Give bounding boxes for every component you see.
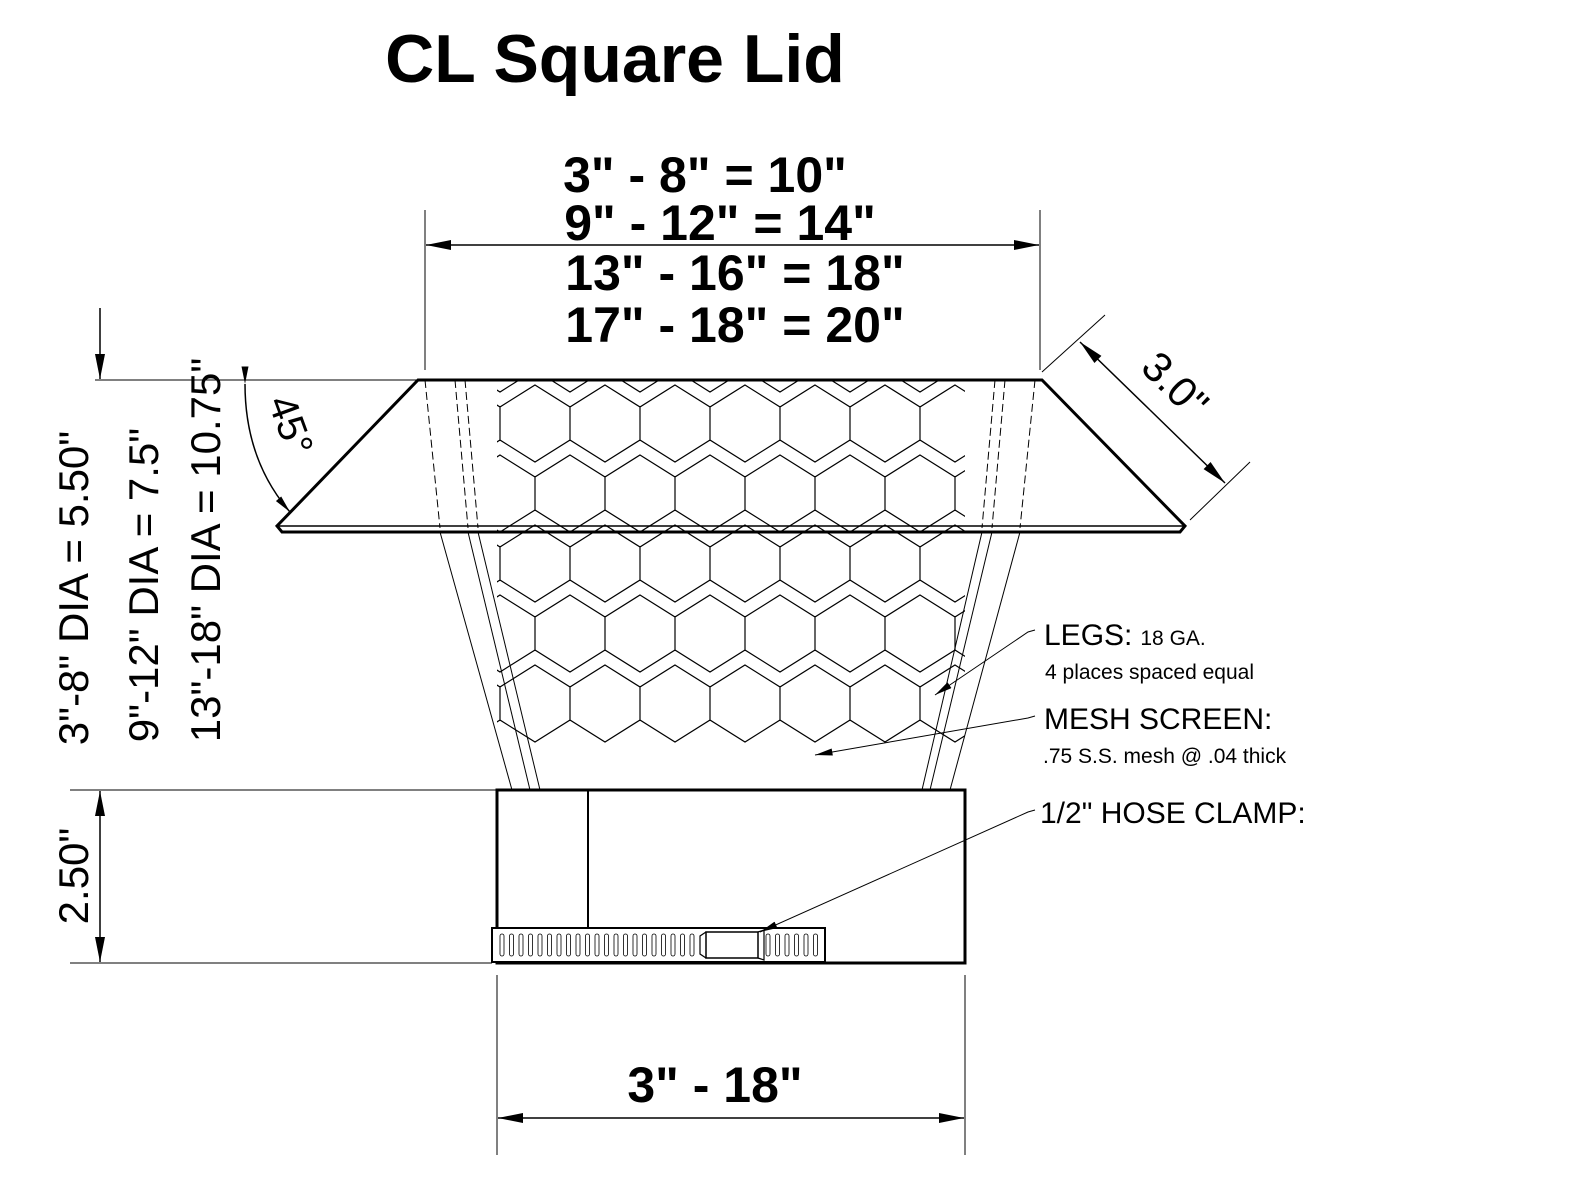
clamp-slot bbox=[680, 933, 685, 957]
legs bbox=[424, 379, 1036, 791]
top-dimension-line-2: 9" - 12" = 14" bbox=[564, 195, 876, 251]
clamp-slot bbox=[632, 933, 638, 957]
lid bbox=[274, 378, 1188, 534]
height-medium-label: 9"-12" DIA = 7.5" bbox=[120, 428, 167, 742]
clamp-slot bbox=[794, 933, 799, 957]
mesh-callout: MESH SCREEN: bbox=[1044, 703, 1272, 736]
clamp-slot bbox=[509, 933, 514, 957]
collar-height-label: 2.50" bbox=[50, 828, 97, 925]
top-dimension-line-1: 3" - 8" = 10" bbox=[563, 147, 847, 203]
clamp-slot bbox=[642, 933, 647, 957]
clamp-slot bbox=[613, 933, 619, 957]
clamp-slot bbox=[803, 933, 809, 957]
clamp-slot bbox=[537, 933, 543, 957]
clamp-slot bbox=[765, 933, 771, 957]
clamp-slot bbox=[556, 933, 562, 957]
clamp-slot bbox=[585, 933, 590, 957]
callouts: LEGS:18 GA. 4 places spaced equal MESH S… bbox=[759, 619, 1306, 933]
legs-note: 4 places spaced equal bbox=[1045, 661, 1254, 684]
clamp-slot bbox=[670, 933, 676, 957]
hose-clamp-callout: 1/2" HOSE CLAMP: bbox=[1040, 797, 1306, 830]
hose-clamp bbox=[491, 927, 826, 963]
clamp-slot bbox=[813, 933, 818, 957]
height-large-label: 13"-18" DIA = 10.75" bbox=[182, 358, 229, 742]
clamp-slot bbox=[775, 933, 780, 957]
clamp-slot bbox=[689, 933, 695, 957]
angle-label: 45° bbox=[259, 390, 321, 462]
clamp-slot bbox=[604, 933, 609, 957]
legs-callout: LEGS:18 GA. bbox=[1044, 619, 1206, 652]
clamp-slot bbox=[594, 933, 600, 957]
mesh-note: .75 S.S. mesh @ .04 thick bbox=[1043, 745, 1287, 768]
clamp-slot bbox=[499, 933, 505, 957]
top-dimension-line-3: 13" - 16" = 18" bbox=[565, 245, 904, 301]
clamp-slot bbox=[661, 933, 666, 957]
overhang-label: 3.0" bbox=[1133, 342, 1218, 427]
top-dimension: 3" - 8" = 10" 9" - 12" = 14" 13" - 16" =… bbox=[424, 147, 1041, 370]
clamp-slot bbox=[651, 933, 657, 957]
clamp-slot bbox=[547, 933, 552, 957]
clamp-slot bbox=[566, 933, 571, 957]
clamp-slot bbox=[575, 933, 581, 957]
clamp-slot bbox=[528, 933, 533, 957]
drawing-title: CL Square Lid bbox=[385, 21, 845, 97]
left-dimensions: 3"-8" DIA = 5.50" 9"-12" DIA = 7.5" 13"-… bbox=[50, 308, 497, 964]
overhang-dimension: 3.0" bbox=[1041, 314, 1251, 521]
height-small-label: 3"-8" DIA = 5.50" bbox=[50, 431, 97, 745]
top-dimension-line-4: 17" - 18" = 20" bbox=[565, 297, 904, 353]
bottom-dimension: 3" - 18" bbox=[496, 975, 966, 1155]
clamp-slot bbox=[623, 933, 628, 957]
clamp-slot bbox=[518, 933, 524, 957]
bottom-dimension-label: 3" - 18" bbox=[627, 1057, 802, 1113]
clamp-slot bbox=[784, 933, 790, 957]
